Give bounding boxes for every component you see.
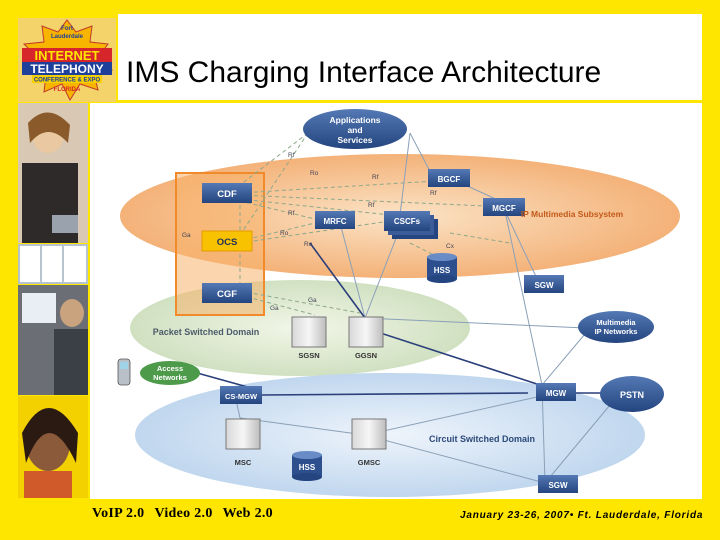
mrfc-label: MRFC: [323, 217, 346, 226]
logo-internet: INTERNET: [35, 48, 100, 63]
cs-mgw-node: [220, 386, 262, 404]
iface-rf-3: Rf: [430, 190, 437, 197]
mgw-label: MGW: [546, 389, 567, 398]
gmsc-label: GMSC: [358, 458, 381, 467]
logo-florida: FLORIDA: [54, 87, 81, 93]
title-rule: [118, 100, 702, 103]
sgsn-label: SGSN: [298, 351, 319, 360]
hss-ims-label: HSS: [434, 266, 451, 275]
page-title: IMS Charging Interface Architecture: [126, 56, 602, 89]
logo-conference: CONFERENCE & EXPO: [34, 78, 101, 84]
footer-web: Web 2.0: [222, 506, 273, 521]
iface-ro-1: Ro: [310, 170, 319, 177]
applications-label-2: and: [347, 125, 362, 135]
ggsn-node: [348, 316, 384, 348]
sgw-ims-node: [524, 275, 564, 293]
mgw-node: [536, 383, 576, 401]
multimedia-label-1: Multimedia: [596, 318, 636, 327]
ims-domain-label-1: IP Multimedia Subsystem: [521, 209, 624, 219]
access-label-2: Networks: [153, 373, 187, 382]
ocs-label: OCS: [217, 237, 238, 248]
iface-rf-4: Rf: [368, 202, 375, 209]
ims-architecture-diagram: Applications and Services CDF OCS CGF MR…: [90, 103, 702, 499]
bgcf-label: BGCF: [438, 175, 461, 184]
applications-node: [303, 109, 407, 149]
bgcf-node: [428, 169, 470, 187]
access-label-1: Access: [157, 364, 183, 373]
conference-logo: Fort Lauderdale INTERNET TELEPHONY CONFE…: [18, 18, 116, 102]
cdf-label: CDF: [217, 189, 237, 200]
cs-domain: [135, 373, 645, 497]
mrfc-node: [315, 211, 355, 229]
hss-ims-node: [427, 253, 457, 283]
mgcf-node: [483, 198, 525, 216]
left-photo-strip: [18, 103, 88, 498]
applications-label-1: Applications: [329, 115, 380, 125]
iface-rf-5: Rf: [288, 210, 295, 217]
gmsc-node: [351, 418, 387, 450]
ocs-node: [201, 230, 253, 252]
footer-video: Video 2.0: [154, 506, 213, 521]
pstn-label: PSTN: [620, 390, 644, 400]
sgw-cs-node: [538, 475, 578, 493]
logo-fort: Fort: [61, 26, 73, 32]
logo-telephony: TELEPHONY: [30, 62, 103, 76]
solid-interfaces: [234, 132, 621, 484]
mobile-phone-icon: [117, 358, 131, 386]
logo-lauderdale: Lauderdale: [51, 34, 84, 40]
mgcf-label: MGCF: [492, 204, 516, 213]
access-networks-node: [140, 361, 200, 385]
cgf-node: [202, 283, 252, 303]
iface-ga-3: Ga: [270, 305, 279, 312]
multimedia-networks-node: [578, 311, 654, 343]
applications-label-3: Services: [338, 135, 373, 145]
multimedia-label-2: IP Networks: [595, 327, 638, 336]
sgw-ims-label: SGW: [534, 281, 554, 290]
footer-date: January 23-26, 2007• Ft. Lauderdale, Flo…: [460, 510, 704, 521]
msc-label: MSC: [235, 458, 252, 467]
interface-labels: Rf Ro Rf Rf Rf Rf Ro Ro Ga Cx Ga Ga: [182, 152, 455, 312]
iface-ga-1: Ga: [182, 232, 191, 239]
cscfs-node: [384, 211, 430, 231]
cs-mgw-label: CS-MGW: [225, 392, 258, 401]
footer-voip: VoIP 2.0: [92, 506, 145, 521]
cs-domain-label: Circuit Switched Domain: [429, 434, 535, 444]
iface-rf-1: Rf: [288, 152, 295, 159]
cdf-node: [202, 183, 252, 203]
cscfs-label: CSCFs: [394, 217, 421, 226]
hss-cs-node: [292, 451, 322, 481]
iface-ro-3: Ro: [304, 241, 313, 248]
title-area: [118, 14, 702, 100]
ggsn-label: GGSN: [355, 351, 377, 360]
msc-node: [225, 418, 261, 450]
iface-rf-2: Rf: [372, 174, 379, 181]
iface-ro-2: Ro: [280, 230, 289, 237]
ps-domain-label: Packet Switched Domain: [153, 327, 260, 337]
hss-cs-label: HSS: [299, 463, 316, 472]
iface-cx: Cx: [446, 243, 455, 250]
iface-ga-2: Ga: [308, 297, 317, 304]
cgf-label: CGF: [217, 289, 237, 300]
sgw-cs-label: SGW: [548, 481, 568, 490]
sgsn-node: [291, 316, 327, 348]
footer-tagline: VoIP 2.0 Video 2.0 Web 2.0: [92, 506, 283, 522]
pstn-node: [600, 376, 664, 412]
